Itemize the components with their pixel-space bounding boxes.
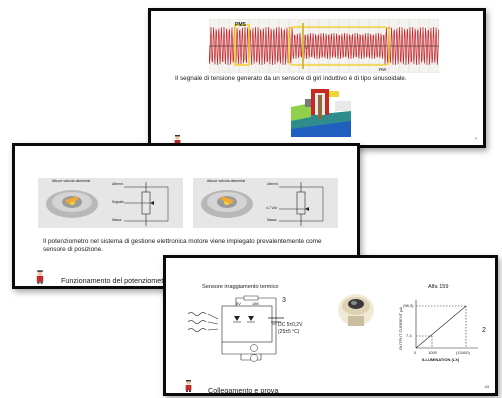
circuit-number: 3 xyxy=(282,297,286,304)
presenter-icon xyxy=(174,135,181,145)
circuit-dc-line2: (25±5 °C) xyxy=(278,329,300,335)
circuit-5v-label: 5V xyxy=(236,301,241,306)
potentiometer-schematic-left xyxy=(124,182,169,226)
sinusoidal-signal-trace xyxy=(209,26,439,66)
panel-left-caption: Attuoe valvola alimentat xyxy=(52,179,91,183)
left-label-massa: Massa xyxy=(112,218,122,222)
slide-sensore-giri: PMS V RW Il segnale di tensione generato… xyxy=(148,8,486,148)
right-label-volt: 4-7 Volt xyxy=(266,206,277,210)
sensor-circuit-diagram: 5V 18K 3 DC 5±0,2V (25±5 °C) xyxy=(187,295,303,362)
inductive-signal-chart: PMS V RW xyxy=(209,19,439,73)
left-label-aliment: Aliment. xyxy=(112,182,124,186)
panel-right-caption: Attuoe valvola alimentat xyxy=(207,179,246,183)
slide-sensore-irraggiamento: Sensore irraggiamento termico Alfa 159 xyxy=(163,255,498,396)
pms-highlight xyxy=(234,24,250,66)
graph-ylabel: OUTPUT CURRENT µA xyxy=(398,307,403,350)
rw-label: RW xyxy=(379,67,387,72)
slide1-page-number: 7 xyxy=(474,136,477,141)
v-label: V xyxy=(305,45,308,50)
slide2-footer: Funzionamento del potenziometro xyxy=(61,276,170,285)
potentiometer-panel-left: Attuoe valvola alimentat Aliment. Segnal… xyxy=(38,178,183,228)
slide1-caption: Il segnale di tensione generato da un se… xyxy=(175,75,407,82)
slide2-caption: Il potenziometro nel sistema di gestione… xyxy=(43,238,322,253)
graph-x-zero: 0 xyxy=(414,350,417,355)
pms-label: PMS xyxy=(235,22,247,28)
illumination-graph: OUTPUT CURRENT µA (98,3) 7,3 0 1000 (134… xyxy=(398,300,486,362)
presenter-icon xyxy=(36,270,44,284)
graph-y-mid: 7,3 xyxy=(406,333,412,338)
graph-number: 2 xyxy=(482,327,486,334)
slide3-page-number: 43 xyxy=(484,384,489,389)
graph-x-1000: 1000 xyxy=(428,350,438,355)
potentiometer-schematic-right xyxy=(279,182,324,226)
slide3-footer: Collegamento e prova xyxy=(208,386,279,395)
graph-y-top: (98,3) xyxy=(403,303,414,308)
graph-xlabel: ILLUMINATION (LX) xyxy=(422,357,460,362)
throttle-body-icon-right xyxy=(201,190,253,218)
sensor-cutaway-illustration xyxy=(291,89,351,137)
throttle-body-icon xyxy=(46,190,98,218)
potentiometer-panel-right: Attuoe valvola alimentat Aliment. 4-7 Vo… xyxy=(193,178,338,228)
circuit-18k-label: 18K xyxy=(252,301,259,306)
right-label-aliment: Aliment. xyxy=(267,182,279,186)
graph-x-13400: (13400) xyxy=(456,350,470,355)
sensor-photo xyxy=(332,290,380,330)
presenter-icon xyxy=(185,380,192,392)
gap-highlight xyxy=(288,26,390,66)
slide3-subtitle: Alfa 159 xyxy=(428,284,449,290)
circuit-dc-line1: DC 5±0,2V xyxy=(278,322,303,328)
right-label-massa: Massa xyxy=(267,218,277,222)
slide3-title: Sensore irraggiamento termico xyxy=(202,284,279,290)
left-label-segnale: Segnale xyxy=(112,200,124,204)
